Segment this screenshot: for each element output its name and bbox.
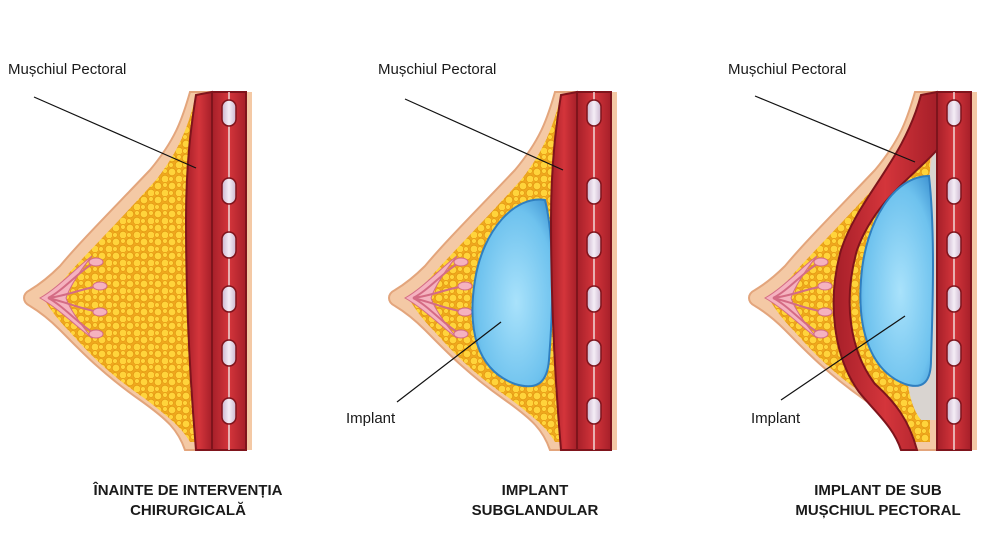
caption-line: ÎNAINTE DE INTERVENȚIA [93, 482, 283, 499]
caption-line: IMPLANT DE SUB [814, 482, 942, 499]
implant-label: Implant [751, 410, 801, 427]
implant-label: Implant [346, 410, 396, 427]
panel-subglandular [388, 90, 618, 451]
pectoral-muscle-label: Mușchiul Pectoral [728, 61, 847, 78]
pectoral-muscle-label: Mușchiul Pectoral [8, 61, 127, 78]
caption-line: SUBGLANDULAR [471, 502, 599, 519]
panel-before-surgery [23, 90, 253, 451]
caption-line: IMPLANT [501, 482, 569, 499]
caption-before-surgery: ÎNAINTE DE INTERVENȚIA CHIRURGICALĂ [48, 481, 328, 521]
caption-submuscular: IMPLANT DE SUB MUȘCHIUL PECTORAL [738, 481, 1000, 521]
pectoral-muscle-label: Mușchiul Pectoral [378, 61, 497, 78]
caption-line: CHIRURGICALĂ [130, 502, 246, 519]
caption-line: MUȘCHIUL PECTORAL [795, 502, 961, 519]
caption-subglandular: IMPLANT SUBGLANDULAR [395, 481, 675, 521]
panel-submuscular [748, 90, 978, 451]
